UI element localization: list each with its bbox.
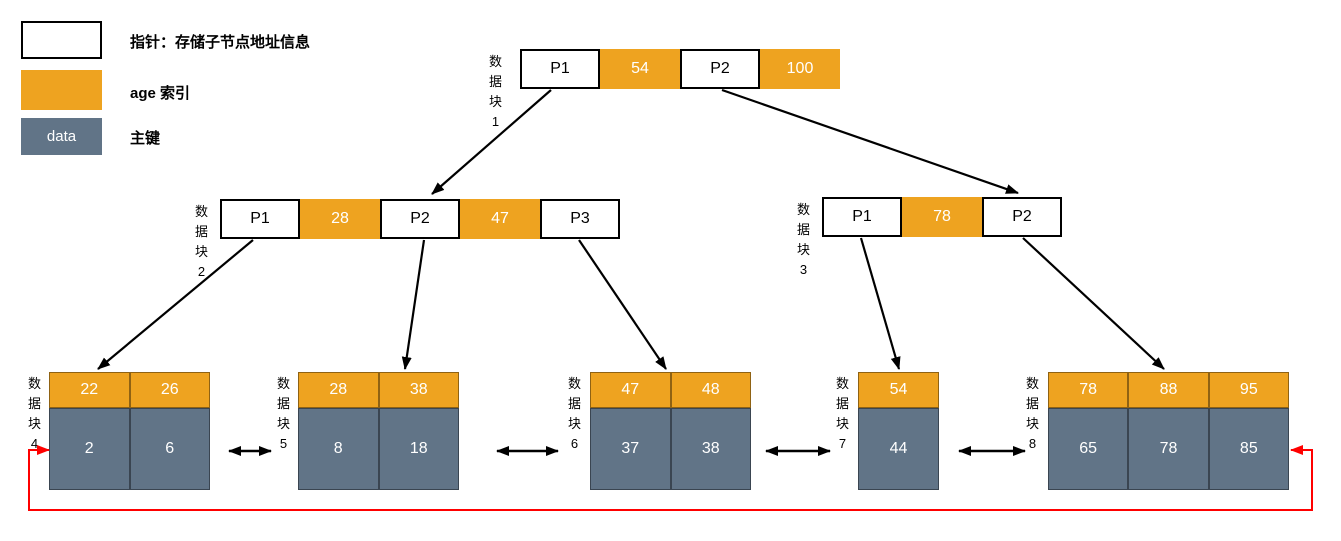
leaf-node-block6: 47 48 37 38 — [590, 372, 751, 490]
index-cell: 22 — [49, 372, 130, 408]
internal-node-block3: P1 78 P2 — [822, 197, 1062, 237]
data-cell: 37 — [590, 408, 671, 490]
pointer-cell: P1 — [822, 197, 902, 237]
arrow-block3-p2-to-block8 — [1022, 237, 1165, 370]
block6-label: 数据块6 — [567, 376, 581, 451]
pointer-cell: P2 — [982, 197, 1062, 237]
block5-label: 数据块5 — [276, 376, 290, 451]
index-cell: 95 — [1208, 372, 1289, 408]
pointer-cell: P3 — [540, 199, 620, 239]
arrow-block2-p3-to-block6 — [578, 239, 667, 370]
legend-pointer-swatch — [21, 21, 102, 59]
legend-primary-key-label: 主键 — [130, 130, 161, 147]
data-cell: 6 — [129, 408, 210, 490]
leaf-data-row: 65 78 85 — [1048, 408, 1289, 490]
leaf-index-row: 78 88 95 — [1048, 372, 1289, 408]
index-cell: 28 — [300, 199, 380, 239]
leaf-index-row: 28 38 — [298, 372, 459, 408]
data-cell: 38 — [670, 408, 751, 490]
data-cell: 78 — [1128, 408, 1209, 490]
legend-data-swatch-text: data — [46, 128, 77, 145]
leaf-data-row: 2 6 — [49, 408, 210, 490]
leaf-node-block8: 78 88 95 65 78 85 — [1048, 372, 1289, 490]
block7-label: 数据块7 — [835, 376, 849, 451]
pointer-cell: P1 — [220, 199, 300, 239]
index-cell: 47 — [590, 372, 671, 408]
index-cell: 100 — [760, 49, 840, 89]
leaf-node-block5: 28 38 8 18 — [298, 372, 459, 490]
block3-label: 数据块3 — [796, 202, 810, 277]
legend-age-index-swatch — [21, 70, 102, 110]
arrow-block2-p1-to-block4 — [97, 239, 254, 370]
index-cell: 48 — [670, 372, 751, 408]
data-cell: 85 — [1208, 408, 1289, 490]
arrow-block2-p2-to-block5 — [401, 239, 426, 370]
leaf-data-row: 37 38 — [590, 408, 751, 490]
index-cell: 54 — [858, 372, 939, 408]
data-cell: 2 — [49, 408, 130, 490]
block8-label: 数据块8 — [1025, 376, 1039, 451]
internal-node-block2: P1 28 P2 47 P3 — [220, 199, 620, 239]
leaf-index-row: 54 — [858, 372, 939, 408]
pointer-cell: P2 — [680, 49, 760, 89]
leaf-index-row: 47 48 — [590, 372, 751, 408]
data-cell: 44 — [858, 408, 939, 490]
index-cell: 26 — [129, 372, 210, 408]
block1-label: 数据块1 — [488, 54, 502, 129]
leaf-node-block7: 54 44 — [858, 372, 939, 490]
index-cell: 38 — [378, 372, 459, 408]
leaf-data-row: 8 18 — [298, 408, 459, 490]
data-cell: 65 — [1048, 408, 1129, 490]
leaf-node-block4: 22 26 2 6 — [49, 372, 210, 490]
arrow-block1-p2-to-block3 — [721, 88, 1019, 195]
index-cell: 28 — [298, 372, 379, 408]
arrow-block3-p1-to-block7 — [859, 237, 901, 370]
pointer-cell: P1 — [520, 49, 600, 89]
pointer-cell: P2 — [380, 199, 460, 239]
legend-age-index-label: age 索引 — [130, 85, 191, 102]
index-cell: 78 — [902, 197, 982, 237]
block2-label: 数据块2 — [194, 204, 208, 279]
legend-data-swatch: data — [21, 118, 102, 155]
legend-pointer-label: 指针：存储子节点地址信息 — [130, 34, 311, 51]
leaf-index-row: 22 26 — [49, 372, 210, 408]
data-cell: 8 — [298, 408, 379, 490]
index-cell: 54 — [600, 49, 680, 89]
block4-label: 数据块4 — [27, 376, 41, 451]
index-cell: 78 — [1048, 372, 1129, 408]
index-cell: 88 — [1128, 372, 1209, 408]
index-cell: 47 — [460, 199, 540, 239]
data-cell: 18 — [378, 408, 459, 490]
internal-node-block1: P1 54 P2 100 — [520, 49, 840, 89]
leaf-data-row: 44 — [858, 408, 939, 490]
